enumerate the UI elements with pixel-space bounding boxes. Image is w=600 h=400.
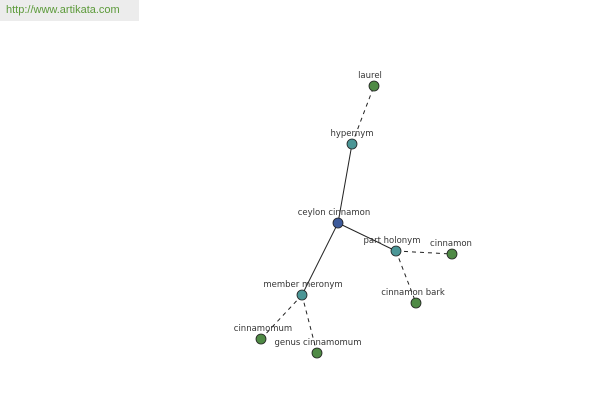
edge-ceylon-to-part-holonym [337,222,397,252]
edge-ceylon-to-member-meronym [301,222,339,296]
node-label-ceylon[interactable]: ceylon cinnamon [298,208,370,218]
node-hypernym[interactable] [346,138,358,150]
edge-part-holonym-to-cinnamon-bark [395,250,417,304]
node-cinnamon[interactable] [446,248,458,260]
node-cinnamon-bark[interactable] [410,297,422,309]
node-label-part-holonym[interactable]: part holonym [364,236,421,246]
node-laurel[interactable] [368,80,380,92]
edge-member-meronym-to-genus-cinnamomum [301,294,318,354]
edge-ceylon-to-hypernym [337,143,353,224]
edges-layer [260,85,453,354]
node-cinnamomum[interactable] [255,333,267,345]
node-part-holonym[interactable] [390,245,402,257]
node-label-hypernym[interactable]: hypernym [330,129,373,139]
node-label-cinnamon-bark[interactable]: cinnamon bark [381,288,445,298]
node-label-genus-cinnamomum[interactable]: genus cinnamomum [275,338,362,348]
nodes-layer [255,80,458,359]
node-genus-cinnamomum[interactable] [311,347,323,359]
node-member-meronym[interactable] [296,289,308,301]
node-label-member-meronym[interactable]: member meronym [263,280,342,290]
node-ceylon[interactable] [332,217,344,229]
edge-hypernym-to-laurel [351,85,375,145]
labels-layer: ceylon cinnamon hypernym laurel part holony… [234,71,472,348]
node-label-cinnamomum[interactable]: cinnamomum [234,324,292,334]
edge-member-meronym-to-cinnamomum [260,294,303,340]
node-label-cinnamon[interactable]: cinnamon [430,239,472,249]
node-label-laurel[interactable]: laurel [358,71,382,81]
edge-part-holonym-to-cinnamon [395,250,453,255]
source-url-banner[interactable]: http://www.artikata.com [0,0,139,21]
